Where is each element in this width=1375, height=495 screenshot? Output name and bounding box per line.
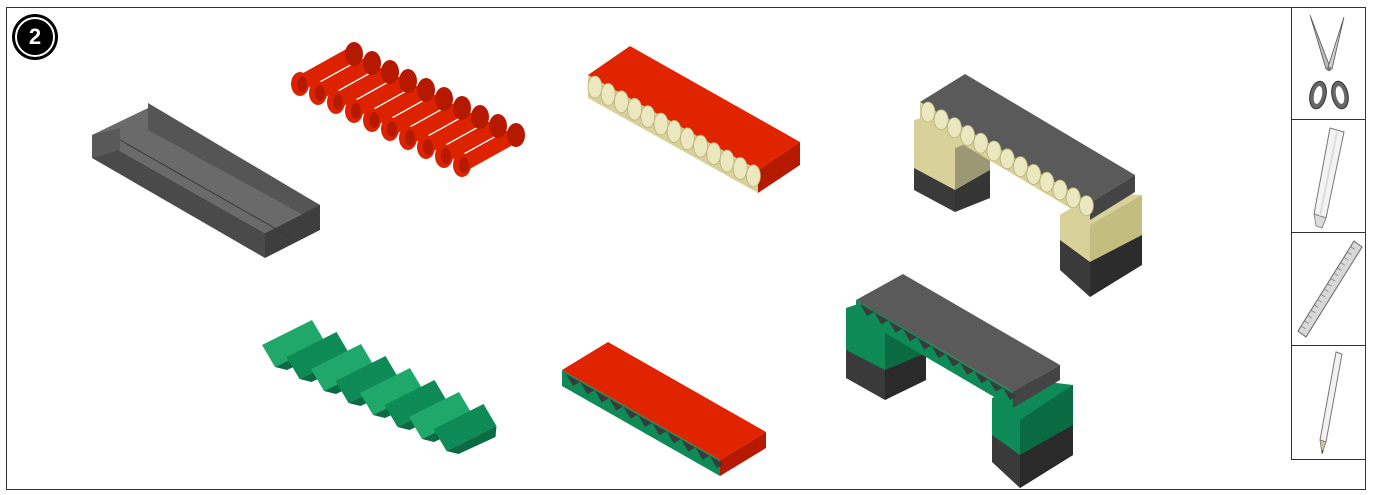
- tool-cell-pencil: [1292, 346, 1366, 459]
- tool-cell-ruler: [1292, 233, 1366, 346]
- triangle-core-panel: [562, 342, 766, 476]
- tube-end: [1079, 196, 1093, 216]
- tube-end: [1000, 149, 1014, 169]
- triangle-core-bridge: [846, 274, 1073, 488]
- ruler-icon: [1292, 233, 1366, 346]
- tube-core-panel: [588, 46, 800, 193]
- tube-end: [1013, 157, 1027, 177]
- tube-end: [961, 125, 975, 145]
- tools-panel: [1291, 7, 1366, 460]
- tube-end: [974, 133, 988, 153]
- tube-end: [667, 120, 681, 142]
- glue-stick-icon: [1292, 120, 1366, 233]
- tube-core-bridge: [914, 74, 1142, 297]
- tube-end: [1027, 164, 1041, 184]
- pencil-icon: [1292, 346, 1366, 459]
- tube-end: [654, 113, 668, 135]
- tube-end: [746, 165, 760, 187]
- scissors-icon: [1292, 7, 1366, 120]
- tube-end: [733, 157, 747, 179]
- tube-end: [1040, 172, 1054, 192]
- tube-end: [614, 91, 628, 113]
- tube-end: [628, 98, 642, 120]
- tool-cell-scissors: [1292, 7, 1366, 120]
- tube-end: [934, 110, 948, 130]
- tube-end: [601, 83, 615, 105]
- tube-end: [707, 143, 721, 165]
- tube-end: [921, 102, 935, 122]
- tool-cell-glue-stick: [1292, 120, 1366, 233]
- tube-end: [588, 76, 602, 98]
- tube-end: [947, 118, 961, 138]
- construction-scene: [0, 0, 1290, 495]
- tube-end: [694, 135, 708, 157]
- rolled-tubes-red: [291, 42, 525, 177]
- folded-strip-green: [262, 320, 497, 454]
- tube-end: [987, 141, 1001, 161]
- u-channel-gray: [92, 103, 320, 258]
- tube-end: [1053, 180, 1067, 200]
- tube-end: [680, 128, 694, 150]
- tube-end: [1066, 188, 1080, 208]
- tube-end: [720, 150, 734, 172]
- tube-end: [641, 106, 655, 128]
